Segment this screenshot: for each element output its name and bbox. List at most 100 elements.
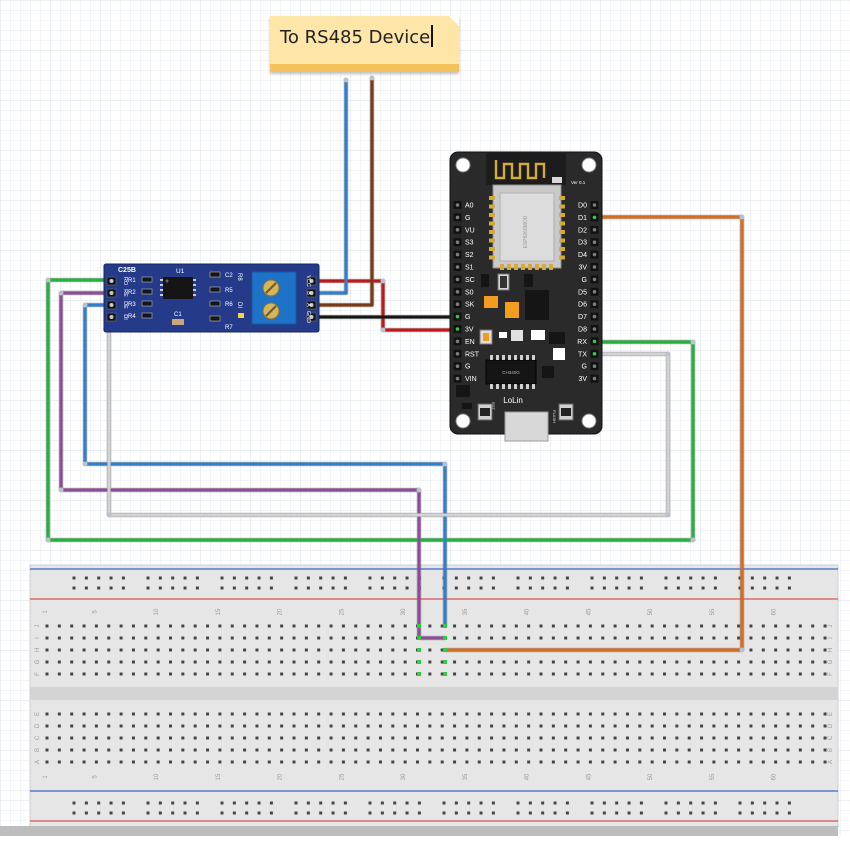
nodemcu-pin-hole [455, 290, 460, 294]
esp-pad [559, 255, 565, 260]
chip-leg [508, 384, 511, 389]
chip-label: CH340G [502, 370, 520, 375]
resistor [209, 300, 221, 307]
row-letter: F [35, 672, 41, 676]
module-pin-hole [109, 279, 114, 283]
row-letter: C [35, 735, 41, 740]
nodemcu-pin-label: S0 [465, 289, 474, 296]
resistor-label: R6 [225, 302, 233, 308]
nodemcu-board[interactable]: Ver 0.1 ESP8266MOD CH340G [449, 151, 603, 442]
note-text: To RS485 Device [280, 27, 431, 48]
nodemcu-pin-hole [455, 265, 460, 269]
column-number: 1 [43, 610, 49, 614]
nodemcu-pin-hole [592, 364, 597, 369]
column-number: 20 [278, 773, 284, 780]
note-text-container[interactable]: To RS485 Device [280, 25, 434, 48]
row-letter: D [828, 723, 834, 728]
esp-pad [489, 196, 495, 200]
column-number: 40 [525, 773, 531, 780]
column-number: 60 [772, 773, 778, 780]
esp-label: ESP8266MOD [523, 215, 529, 248]
nodemcu-pin-hole [455, 228, 460, 232]
row-letter: B [828, 748, 834, 752]
c1-capacitor [172, 319, 184, 325]
column-number: 50 [648, 608, 654, 615]
column-number: 10 [154, 608, 160, 615]
module-board-label: C25B [118, 267, 136, 274]
di-side-label: DI [236, 302, 242, 308]
scrollbar-track[interactable] [0, 826, 838, 836]
resistor-label: R1 [128, 278, 136, 284]
chip-legs [490, 355, 535, 389]
row-letter: C [828, 735, 834, 740]
nodemcu-pin-hole [592, 228, 597, 232]
nodemcu-pin-hole [592, 203, 597, 207]
esp-pad [559, 196, 565, 200]
column-number: 60 [772, 608, 778, 615]
resistor [209, 286, 221, 293]
nodemcu-pin-hole [592, 352, 597, 356]
rst-label: RST [491, 402, 496, 411]
nodemcu-pin-hole [455, 352, 460, 356]
row-letter: A [35, 760, 41, 764]
column-number: 45 [586, 773, 592, 780]
resistor [141, 312, 153, 319]
wire-orange-d1[interactable] [443, 215, 744, 652]
module-pin-hole [109, 291, 114, 295]
column-number: 55 [710, 608, 716, 615]
row-letter: J [828, 625, 834, 628]
resistor [209, 315, 221, 322]
usb-port [504, 411, 549, 442]
chip-leg [502, 384, 505, 389]
column-number: 5 [92, 610, 98, 614]
nodemcu-pin-hole [592, 265, 597, 269]
resistor [141, 300, 153, 307]
nodemcu-pin-label: D1 [578, 215, 587, 222]
nodemcu-pin-label: 3V [578, 376, 587, 383]
antenna-trace-icon [494, 160, 546, 180]
nodemcu-pin-label: D4 [578, 252, 587, 259]
resistor [141, 288, 153, 295]
esp-pad [528, 264, 532, 270]
nodemcu-pin-label: 3V [465, 327, 474, 334]
wire-green-rx[interactable] [46, 278, 695, 542]
esp-pad [489, 204, 495, 209]
nodemcu-pin-hole [592, 339, 597, 344]
resistor-label: C2 [225, 273, 233, 279]
row-letter: H [828, 648, 834, 652]
nodemcu-pin-label: RX [577, 339, 587, 346]
nodemcu-pin-hole [592, 290, 597, 294]
esp-pad [489, 255, 495, 260]
esp-pad [489, 230, 495, 234]
esp-pad [549, 264, 553, 270]
led [238, 313, 244, 318]
row-letter: I [35, 637, 41, 639]
esp-pad [559, 204, 565, 209]
module-pin-label: B [305, 291, 311, 295]
nodemcu-pin-label: D8 [578, 327, 587, 334]
nodemcu-pin-label: TX [578, 351, 587, 358]
nodemcu-pin-label: 3V [578, 265, 587, 272]
center-channel [30, 687, 838, 700]
module-pin-label: RO [122, 277, 128, 286]
column-number: 45 [586, 608, 592, 615]
nodemcu-pin-label: A0 [465, 203, 474, 210]
wire-blue-b[interactable] [309, 78, 348, 295]
column-number: 25 [339, 773, 345, 780]
chip-leg [526, 355, 529, 360]
esp-pad [535, 264, 539, 270]
esp-pad [559, 247, 565, 251]
esp-pad [507, 264, 511, 270]
nodemcu-pin-label: G [465, 364, 470, 371]
wire-brown-a[interactable] [309, 76, 374, 307]
chip-leg [496, 384, 499, 389]
note-label[interactable]: To RS485 Device [270, 16, 459, 72]
esp-pad [559, 213, 565, 217]
